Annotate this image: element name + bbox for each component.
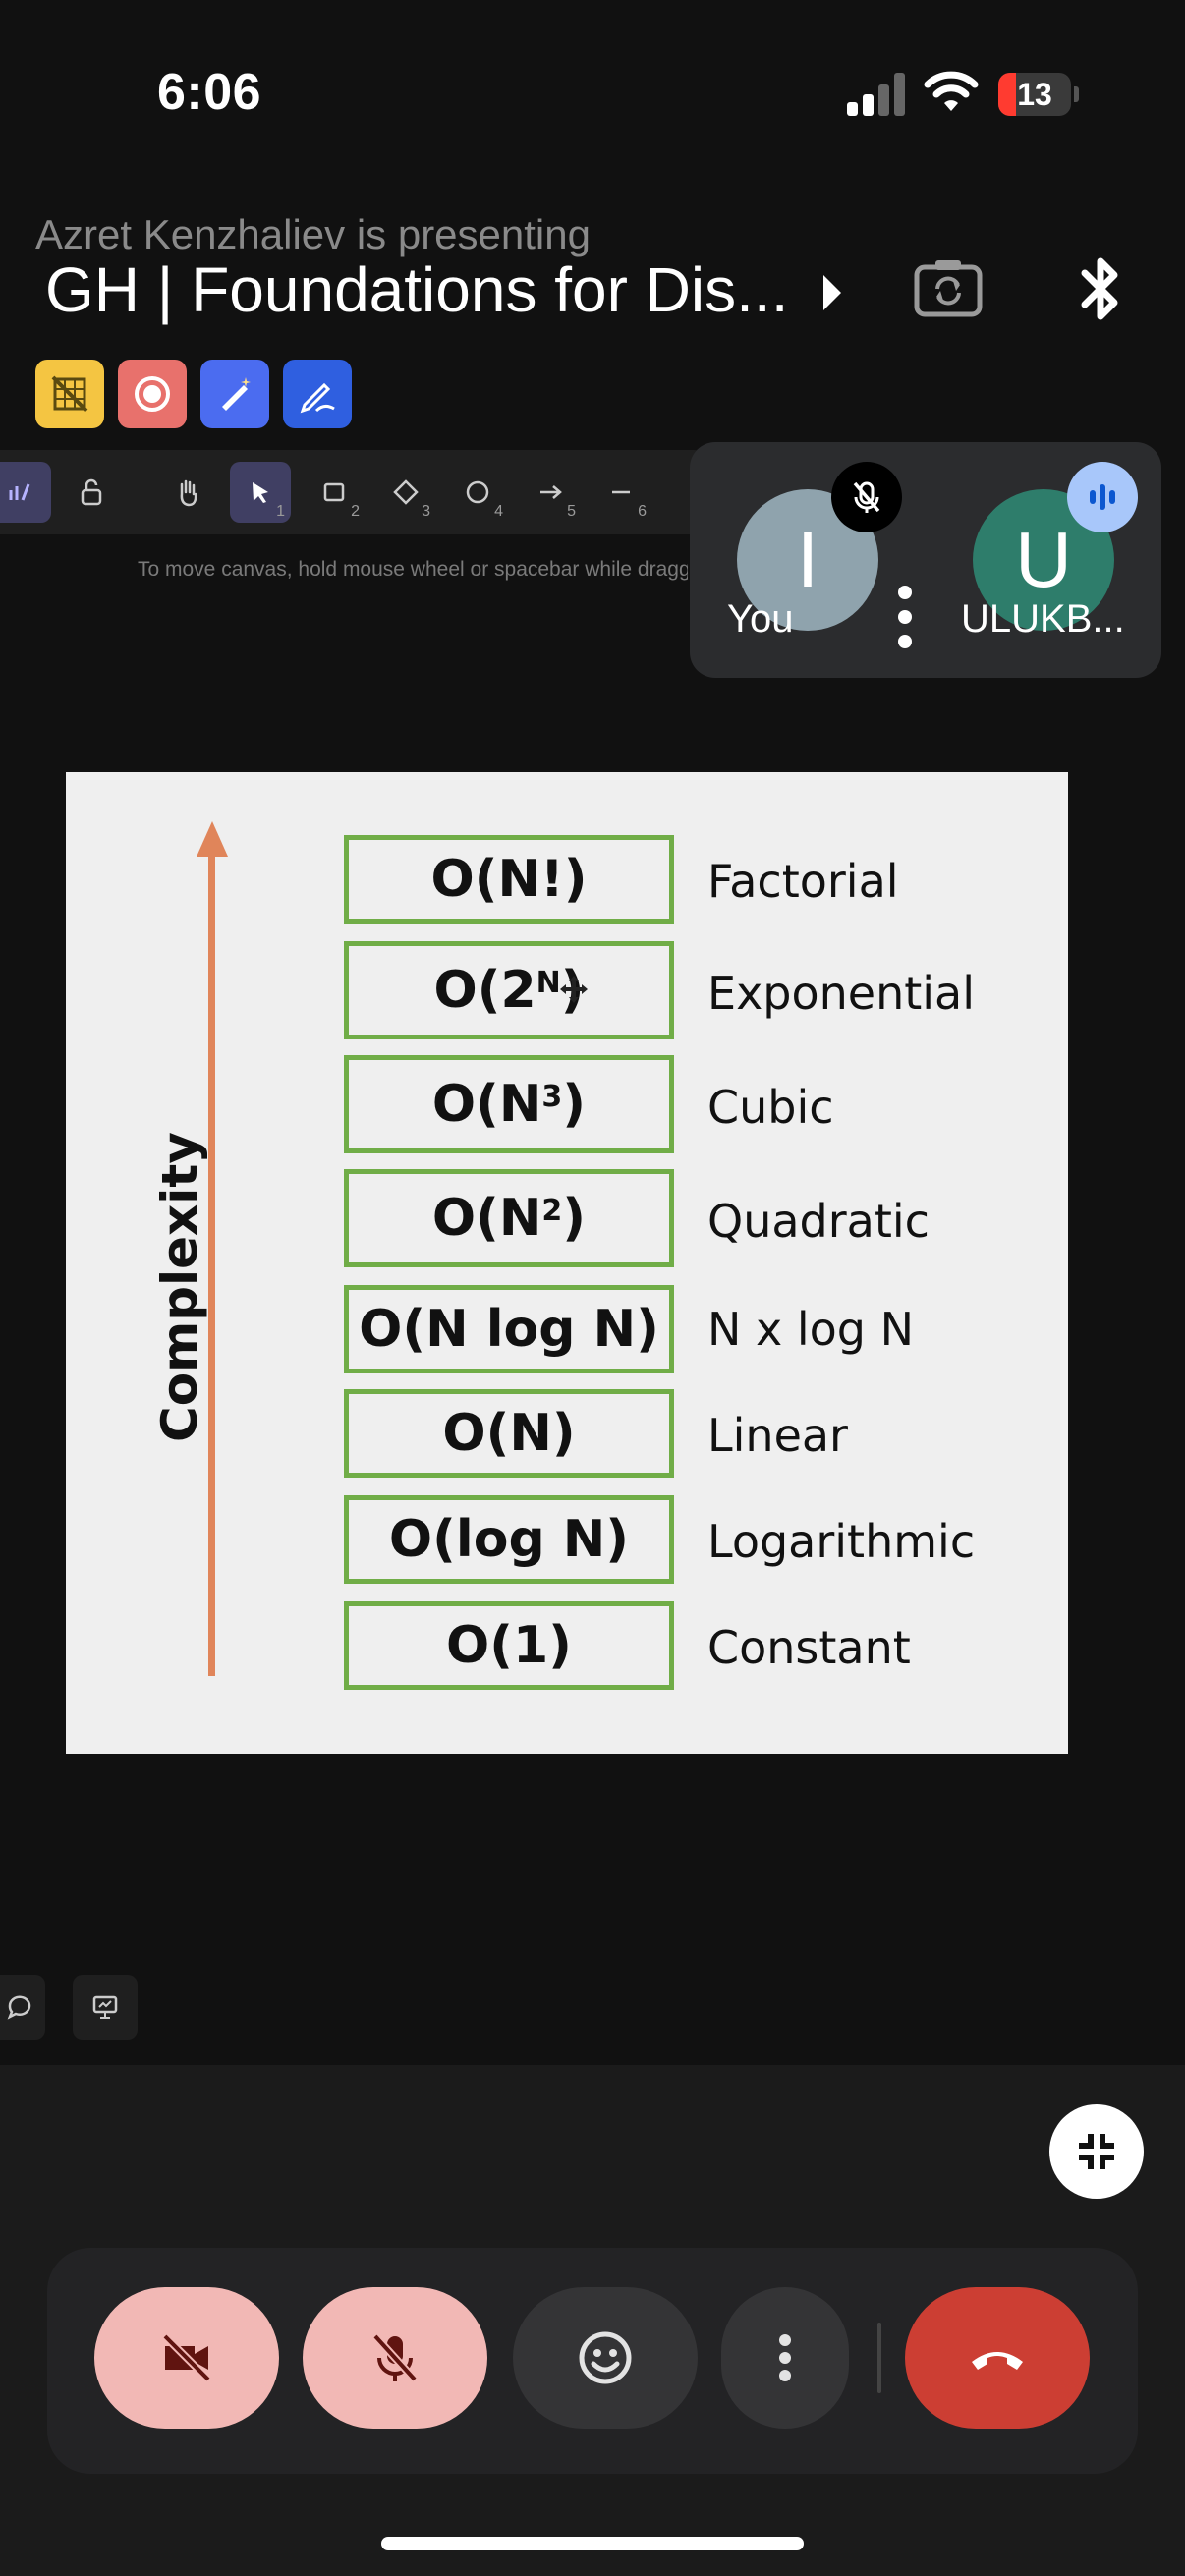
complexity-name: N x log N <box>707 1303 915 1356</box>
library-icon[interactable] <box>0 462 51 523</box>
complexity-name: Factorial <box>707 855 899 908</box>
camera-off-icon <box>162 2333 211 2382</box>
end-call-icon <box>972 2352 1023 2370</box>
more-options-icon[interactable] <box>892 586 918 648</box>
complexity-name: Cubic <box>707 1081 834 1134</box>
complexity-box: O(N) <box>344 1389 674 1478</box>
play-arrow-icon[interactable] <box>823 275 841 310</box>
tool-shortcut-number: 3 <box>422 503 430 520</box>
battery-level: 13 <box>1017 77 1052 112</box>
shared-slide: Complexity O(N!) Factorial O(2N) Exponen… <box>66 772 1068 1754</box>
more-options-button[interactable] <box>721 2287 849 2429</box>
participant-name-you: You <box>727 597 794 641</box>
tool-shortcut-number: 2 <box>351 503 360 520</box>
magic-pen-icon[interactable] <box>200 360 269 428</box>
cellular-signal-icon <box>847 73 906 116</box>
more-vert-icon <box>779 2334 791 2381</box>
bluetooth-icon[interactable] <box>1071 252 1130 326</box>
complexity-box: O(N!) <box>344 835 674 924</box>
presentation-icon[interactable] <box>73 1975 138 2040</box>
participants-panel: I You U ULUKB... <box>690 442 1161 678</box>
tool-shortcut-number: 5 <box>567 503 576 520</box>
record-icon[interactable] <box>118 360 187 428</box>
ellipse-tool-icon[interactable]: 4 <box>448 462 509 523</box>
canvas-hint: To move canvas, hold mouse wheel or spac… <box>138 558 688 581</box>
mic-off-icon <box>372 2333 418 2382</box>
annotate-pen-icon[interactable] <box>283 360 352 428</box>
complexity-name: Exponential <box>707 967 976 1020</box>
select-tool-icon[interactable]: 1 <box>230 462 291 523</box>
complexity-box: O(1) <box>344 1601 674 1690</box>
complexity-box: O(log N) <box>344 1495 674 1584</box>
wifi-icon <box>924 71 979 111</box>
presenter-status: Azret Kenzhaliev is presenting <box>35 211 591 257</box>
arrow-up-icon <box>197 821 228 857</box>
speaking-indicator-icon <box>1067 462 1138 532</box>
complexity-axis-line <box>208 851 215 1676</box>
switch-camera-icon[interactable] <box>914 257 983 318</box>
tool-shortcut-number: 6 <box>638 503 647 520</box>
complexity-name: Logarithmic <box>707 1515 976 1568</box>
line-tool-icon[interactable]: 6 <box>592 462 652 523</box>
diamond-tool-icon[interactable]: 3 <box>375 462 436 523</box>
move-cursor-icon <box>560 976 588 1003</box>
axis-label: Complexity <box>151 1132 208 1442</box>
home-indicator[interactable] <box>381 2537 804 2550</box>
arrow-tool-icon[interactable]: 5 <box>521 462 582 523</box>
emoji-button[interactable] <box>513 2287 698 2429</box>
battery-indicator: 13 <box>998 73 1079 116</box>
tool-shortcut-number: 1 <box>276 503 285 520</box>
call-control-bar <box>47 2248 1138 2474</box>
complexity-name: Quadratic <box>707 1195 930 1248</box>
status-time: 6:06 <box>157 64 262 121</box>
mic-off-icon <box>831 462 902 532</box>
hand-icon[interactable] <box>157 462 218 523</box>
grid-off-icon[interactable] <box>35 360 104 428</box>
complexity-name: Linear <box>707 1409 848 1462</box>
lock-open-icon[interactable] <box>61 462 122 523</box>
exit-fullscreen-icon[interactable] <box>1049 2104 1144 2199</box>
camera-off-button[interactable] <box>94 2287 279 2429</box>
complexity-box: O(N log N) <box>344 1285 674 1373</box>
complexity-box: O(2N) <box>344 941 674 1039</box>
tool-shortcut-number: 4 <box>494 503 503 520</box>
separator <box>877 2323 881 2393</box>
rectangle-tool-icon[interactable]: 2 <box>305 462 366 523</box>
emoji-icon <box>579 2331 632 2384</box>
participant-avatar-ulukb[interactable]: U <box>973 489 1114 631</box>
comment-icon[interactable] <box>0 1975 45 2040</box>
participant-name-ulukb: ULUKB... <box>961 597 1125 641</box>
whiteboard-toolbar: 1 2 3 4 5 6 <box>0 450 707 534</box>
complexity-name: Constant <box>707 1621 911 1674</box>
meeting-title[interactable]: GH | Foundations for Dis... <box>45 254 789 325</box>
mic-off-button[interactable] <box>303 2287 487 2429</box>
end-call-button[interactable] <box>905 2287 1090 2429</box>
